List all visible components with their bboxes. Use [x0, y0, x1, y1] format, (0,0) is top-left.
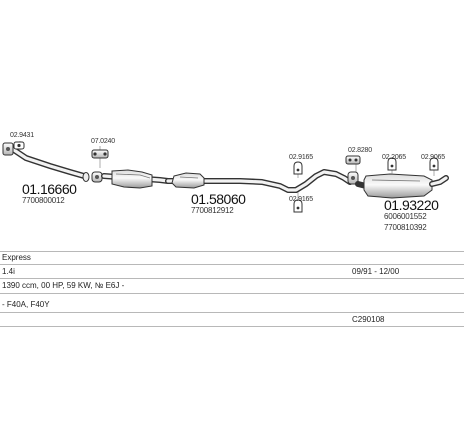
accessory-label-hanger-silencer: 02.2065 — [382, 154, 406, 161]
hanger-icon-silencer — [387, 157, 397, 174]
catalog-code: C290108 — [352, 315, 385, 324]
engine-name: 1.4i — [2, 267, 15, 276]
cat-converter-oem-number: 7700812912 — [191, 206, 234, 215]
exhaust-drawing — [2, 141, 449, 213]
hanger-icon-lower — [293, 192, 303, 213]
rear-silencer-oem-number-1: 6006001552 — [384, 212, 427, 221]
accessory-label-hanger-upper: 02.9165 — [289, 154, 313, 161]
table-divider — [0, 326, 464, 327]
accessory-label-gasket: 02.9431 — [10, 132, 34, 139]
front-pipe-oem-number: 7700800012 — [22, 196, 65, 205]
hanger-icon-tail — [429, 157, 439, 176]
cat-converter-part-number: 01.58060 — [191, 191, 246, 207]
clamp-icon-rear — [345, 155, 361, 185]
exhaust-system-diagram: 01.16660 7700800012 01.58060 7700812912 … — [2, 132, 449, 232]
table-divider — [0, 278, 464, 279]
rear-silencer — [355, 173, 449, 199]
accessory-label-clamp-rear: 02.8280 — [348, 147, 372, 154]
rear-silencer-oem-number-2: 7700810392 — [384, 223, 427, 232]
catalytic-converter — [101, 169, 171, 189]
accessory-label-hanger-tail: 02.9065 — [421, 154, 445, 161]
clamp-icon — [91, 146, 109, 183]
table-divider — [0, 293, 464, 294]
rear-silencer-part-number: 01.93220 — [384, 197, 439, 213]
table-divider — [0, 312, 464, 313]
front-pipe — [2, 142, 90, 182]
variant-codes: - F40A, F40Y — [2, 300, 50, 309]
date-range: 09/91 - 12/00 — [352, 267, 400, 276]
engine-spec: 1390 ccm, 00 HP, 59 KW, № E6J - — [2, 281, 125, 290]
table-divider — [0, 264, 464, 265]
hanger-icon-upper — [293, 161, 303, 178]
table-divider — [0, 251, 464, 252]
middle-section — [165, 169, 353, 193]
accessory-label-hanger-lower: 02.9165 — [289, 196, 313, 203]
model-name: Express — [2, 253, 31, 262]
accessory-label-clamp: 07.0240 — [91, 138, 115, 145]
gasket-icon — [13, 141, 25, 150]
front-pipe-part-number: 01.16660 — [22, 181, 77, 197]
